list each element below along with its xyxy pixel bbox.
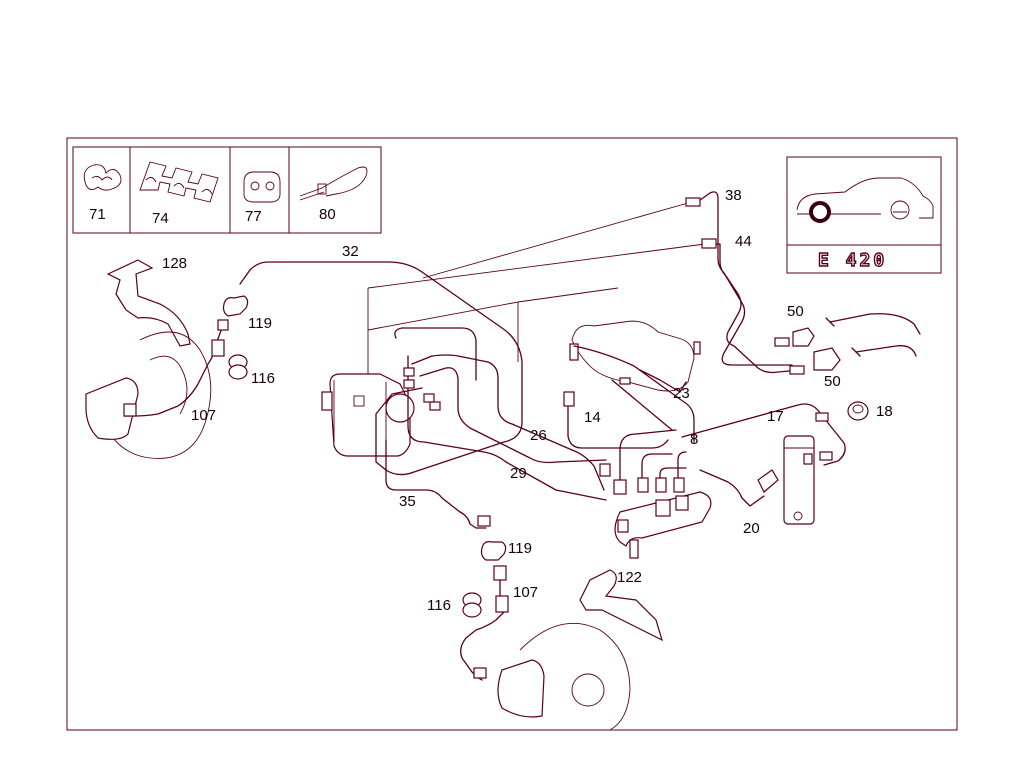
clip-71-icon (83, 164, 122, 191)
splash-shield-128 (106, 259, 191, 347)
brake-pipe-17 (681, 403, 846, 466)
accessory-label-80: 80 (319, 206, 336, 223)
clip-119-front (222, 295, 249, 317)
callout-29: 29 (510, 465, 527, 482)
clip-119-rear (480, 541, 507, 561)
callout-38: 38 (725, 187, 742, 204)
valve-block-8 (599, 429, 712, 559)
callout-116-front: 116 (251, 370, 275, 387)
callout-107-rear: 107 (513, 584, 538, 601)
front-brake-disc (85, 331, 212, 459)
clip-77-icon (243, 171, 281, 203)
model-badge: E 420 (818, 250, 887, 271)
grommet-116-rear (462, 592, 482, 618)
callout-128: 128 (162, 255, 187, 272)
wheel-rear-icon (890, 200, 910, 220)
callout-20: 20 (743, 520, 760, 537)
brake-hose-107-rear (460, 565, 509, 681)
callout-35: 35 (399, 493, 416, 510)
accumulator-cylinder (783, 435, 815, 525)
brake-hose-107-front (123, 319, 229, 417)
brake-pipe-38 (685, 191, 793, 366)
abs-hydraulic-unit (321, 373, 415, 457)
callout-116-rear: 116 (427, 597, 451, 614)
diagram-frame (66, 137, 958, 731)
brake-pipe-14 (567, 399, 669, 449)
callout-44: 44 (735, 233, 752, 250)
brake-pipe-44 (701, 238, 801, 374)
callout-119-rear: 119 (508, 540, 532, 557)
accessory-label-77: 77 (245, 208, 262, 225)
car-silhouette-icon (796, 177, 934, 219)
callout-23: 23 (673, 385, 690, 402)
callout-14: 14 (584, 409, 601, 426)
cable-tie-80-icon (299, 166, 368, 201)
bracket-122 (579, 569, 663, 642)
pressure-sensor-20 (699, 469, 779, 507)
wheel-front-icon (809, 201, 831, 223)
brake-booster-23 (571, 320, 701, 393)
brake-pipe-26 (411, 354, 605, 491)
brake-pipe-32 (239, 261, 523, 476)
accessory-legend: 71 74 77 80 (72, 146, 382, 234)
fitting-50-upper (774, 313, 921, 347)
fitting-50-lower (789, 345, 917, 375)
callout-18: 18 (876, 403, 893, 420)
brake-pipe-35 (385, 439, 487, 529)
model-indicator: E 420 (786, 156, 942, 274)
brake-pipe-29 (394, 327, 607, 501)
callout-17: 17 (767, 408, 784, 425)
callout-50-upper: 50 (787, 303, 804, 320)
accessory-label-71: 71 (89, 206, 106, 223)
callout-50-lower: 50 (824, 373, 841, 390)
callout-107-front: 107 (191, 407, 216, 424)
pressure-switch-18 (847, 401, 869, 421)
callout-119-front: 119 (248, 315, 272, 332)
rear-brake-disc (497, 622, 631, 731)
clip-74-icon (139, 161, 219, 203)
callout-32: 32 (342, 243, 359, 260)
grommet-116-front (228, 354, 248, 380)
callout-122: 122 (617, 569, 642, 586)
callout-8: 8 (690, 431, 698, 448)
callout-26: 26 (530, 427, 547, 444)
accessory-label-74: 74 (152, 210, 169, 227)
